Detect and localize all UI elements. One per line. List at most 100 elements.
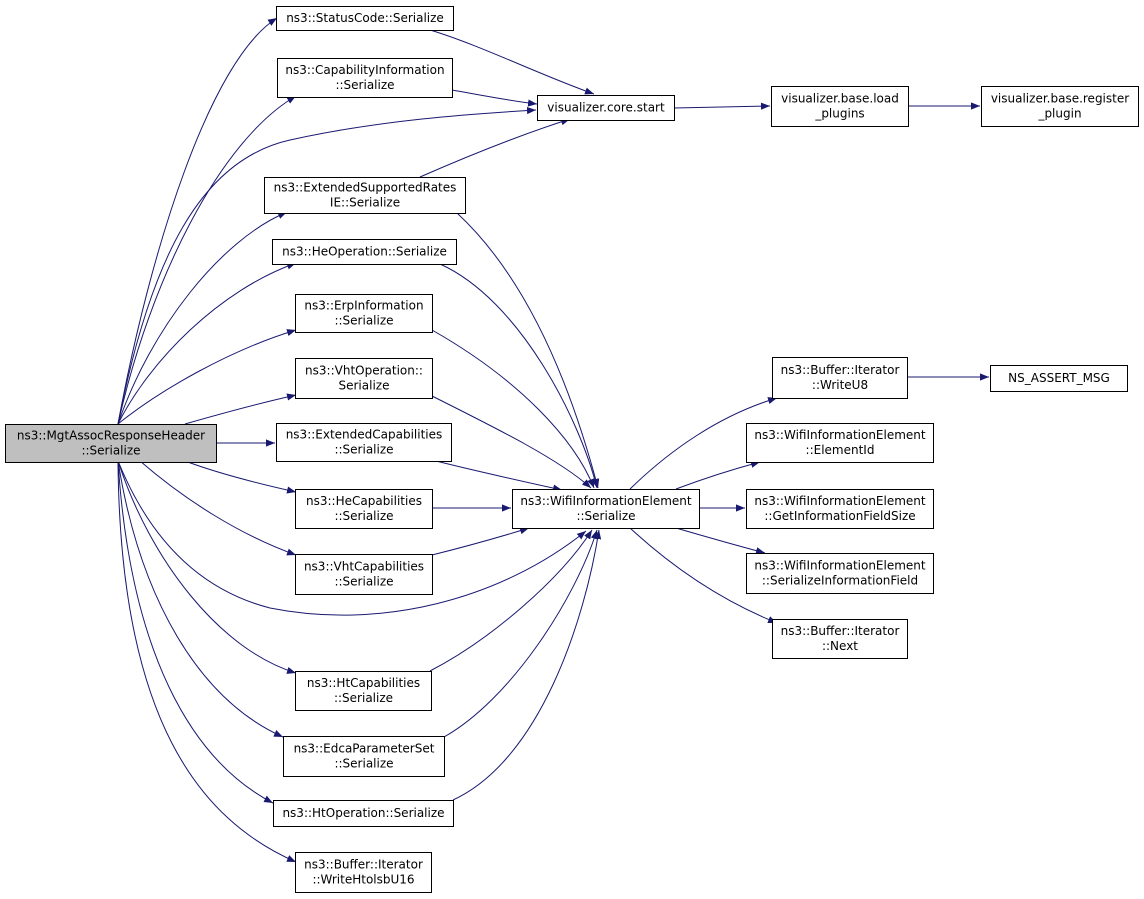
node-label-line: NS_ASSERT_MSG — [1008, 371, 1110, 385]
edge-heop-to-wie — [439, 263, 599, 489]
node-label-line: ns3::WifiInformationElement — [754, 428, 926, 442]
node-label-line: ns3::Buffer::Iterator — [781, 363, 900, 377]
node-label-line: ::Serialize — [334, 757, 393, 771]
edge-root-to-status — [117, 17, 278, 425]
node-label-line: ::SerializeInformationField — [762, 574, 918, 588]
edge-root-to-erp — [117, 329, 297, 425]
edge-root-to-vhtop — [184, 393, 297, 425]
node-heop[interactable]: ns3::HeOperation::Serialize — [272, 239, 457, 265]
node-box — [276, 423, 452, 462]
node-box — [5, 424, 217, 463]
node-label-line: ns3::VhtCapabilities — [304, 560, 424, 574]
node-box — [771, 86, 909, 127]
node-box — [277, 58, 453, 98]
node-label-line: ::Serialize — [334, 575, 393, 589]
nodes-layer: ns3::MgtAssocResponseHeader::Serializens… — [5, 6, 1139, 893]
edge-extrates-to-wie — [456, 212, 600, 489]
node-htcap[interactable]: ns3::HtCapabilities::Serialize — [295, 671, 432, 711]
node-box — [295, 554, 433, 595]
node-vizstart[interactable]: visualizer.core.start — [537, 95, 675, 121]
edge-root-to-heop — [117, 262, 297, 425]
node-label-line: ns3::Buffer::Iterator — [304, 858, 423, 872]
node-label-line: visualizer.base.load — [781, 92, 899, 106]
node-label-line: ns3::MgtAssocResponseHeader — [17, 429, 205, 443]
node-vizload[interactable]: visualizer.base.load_plugins — [771, 86, 909, 127]
node-box — [772, 619, 908, 659]
edge-erp-to-wie — [431, 329, 595, 489]
node-label-line: ::Serialize — [81, 444, 140, 458]
node-label-line: ns3::StatusCode::Serialize — [286, 11, 444, 25]
node-label-line: ::Serialize — [335, 78, 394, 92]
edge-extrates-to-vizstart — [419, 118, 571, 178]
node-label-line: ns3::WifiInformationElement — [754, 494, 926, 508]
node-label-line: ::GetInformationFieldSize — [764, 509, 915, 523]
edges-layer — [117, 17, 989, 863]
node-label-line: _plugin — [1037, 107, 1081, 121]
node-label-line: ::Next — [822, 639, 858, 653]
edge-root-to-htcap — [117, 460, 297, 674]
node-label-line: visualizer.base.register — [991, 92, 1129, 106]
node-elemid[interactable]: ns3::WifiInformationElement::ElementId — [746, 423, 934, 463]
edge-root-to-edca — [117, 460, 284, 738]
node-htop[interactable]: ns3::HtOperation::Serialize — [273, 800, 454, 827]
node-label-line: ::WriteU8 — [812, 378, 868, 392]
edge-wie-to-serfield — [675, 527, 766, 555]
node-label-line: ::ElementId — [806, 443, 875, 457]
node-box — [981, 86, 1139, 127]
node-label-line: visualizer.core.start — [547, 101, 665, 115]
edge-root-to-vizstart — [117, 106, 537, 425]
node-capinfo[interactable]: ns3::CapabilityInformation::Serialize — [277, 58, 453, 98]
node-label-line: Serialize — [339, 379, 390, 393]
node-serfield[interactable]: ns3::WifiInformationElement::SerializeIn… — [746, 553, 934, 594]
edge-vhtcap-to-wie — [431, 527, 530, 556]
node-hecap[interactable]: ns3::HeCapabilities::Serialize — [295, 489, 433, 529]
node-writehtol[interactable]: ns3::Buffer::Iterator::WriteHtolsbU16 — [295, 852, 432, 893]
node-label-line: ns3::ErpInformation — [304, 299, 423, 313]
node-label-line: ns3::WifiInformationElement — [520, 494, 692, 508]
edge-root-to-vhtcap — [139, 460, 297, 556]
node-vhtcap[interactable]: ns3::VhtCapabilities::Serialize — [295, 554, 433, 595]
node-writeu8[interactable]: ns3::Buffer::Iterator::WriteU8 — [772, 357, 908, 399]
node-extcap[interactable]: ns3::ExtendedCapabilities::Serialize — [276, 423, 452, 462]
edge-root-to-htop — [117, 460, 274, 804]
edge-root-to-writehtol — [117, 460, 297, 863]
node-vizreg[interactable]: visualizer.base.register_plugin — [981, 86, 1139, 127]
edge-wie-to-writeu8 — [629, 397, 778, 490]
node-box — [273, 800, 454, 827]
node-label-line: ns3::CapabilityInformation — [285, 63, 444, 77]
edge-htop-to-wie — [452, 529, 602, 801]
node-box — [283, 736, 445, 777]
node-nsassert[interactable]: NS_ASSERT_MSG — [990, 365, 1128, 392]
node-label-line: ::Serialize — [334, 691, 393, 705]
node-status[interactable]: ns3::StatusCode::Serialize — [276, 6, 454, 31]
node-vhtop[interactable]: ns3::VhtOperation::Serialize — [295, 358, 433, 399]
node-label-line: ns3::HeCapabilities — [306, 494, 422, 508]
node-edca[interactable]: ns3::EdcaParameterSet::Serialize — [283, 736, 445, 777]
node-box — [295, 852, 432, 893]
node-label-line: IE::Serialize — [330, 196, 400, 210]
node-label-line: ::WriteHtolsbU16 — [312, 873, 414, 887]
node-erp[interactable]: ns3::ErpInformation::Serialize — [295, 294, 433, 333]
edge-capinfo-to-vizstart — [451, 89, 538, 107]
node-wie[interactable]: ns3::WifiInformationElement::Serialize — [512, 489, 700, 529]
node-box — [990, 365, 1128, 392]
edge-htcap-to-wie — [429, 529, 593, 672]
edge-wie-to-elemid — [675, 460, 761, 490]
node-getsize[interactable]: ns3::WifiInformationElement::GetInformat… — [746, 489, 934, 529]
edge-vhtop-to-wie — [429, 394, 592, 489]
edge-status-to-vizstart — [429, 29, 595, 95]
node-box — [295, 358, 433, 399]
node-label-line: _plugins — [814, 107, 864, 121]
node-next[interactable]: ns3::Buffer::Iterator::Next — [772, 619, 908, 659]
node-root[interactable]: ns3::MgtAssocResponseHeader::Serialize — [5, 424, 217, 463]
node-label-line: ns3::VhtOperation:: — [305, 364, 423, 378]
node-label-line: ::Serialize — [334, 443, 393, 457]
edge-root-to-wie — [117, 460, 587, 616]
node-box — [264, 177, 466, 214]
node-label-line: ns3::HtOperation::Serialize — [282, 806, 444, 820]
node-box — [772, 357, 908, 399]
node-box — [512, 489, 700, 529]
node-label-line: ns3::ExtendedCapabilities — [286, 428, 443, 442]
